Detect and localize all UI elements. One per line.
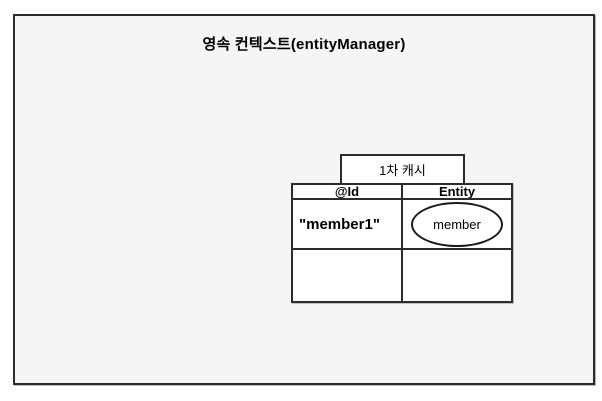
table-cell-id-value: "member1" <box>293 200 403 250</box>
table-header-entity: Entity <box>403 185 511 200</box>
entity-label: member <box>433 216 481 232</box>
first-level-cache-label: 1차 캐시 <box>379 163 426 178</box>
table-cell-id-empty <box>293 250 403 301</box>
table-cell-entity: member <box>403 200 511 250</box>
diagram-title: 영속 컨텍스트(entityManager) <box>202 36 406 53</box>
entity-ellipse: member <box>411 201 503 247</box>
table-header-id: @Id <box>293 185 403 200</box>
table-cell-entity-empty <box>403 250 511 301</box>
cache-table: @Id Entity "member1" member <box>291 183 513 303</box>
first-level-cache-box: 1차 캐시 <box>340 154 465 183</box>
